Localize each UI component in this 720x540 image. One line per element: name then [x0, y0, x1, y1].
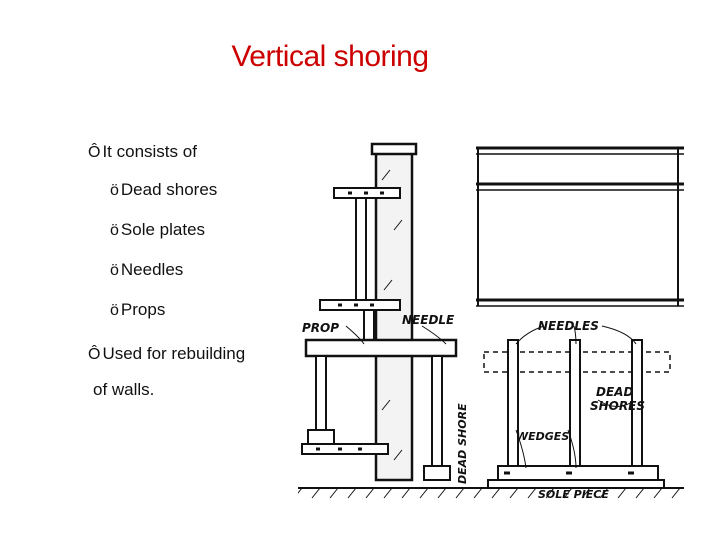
dead-shores-left — [301, 355, 451, 481]
bullet-text: Used for rebuilding — [102, 344, 246, 363]
label-shores: SHORES — [590, 399, 645, 413]
shoring-diagram: PROP NEEDLE NEEDLES DEAD SHORES WEDGES S… — [298, 140, 684, 500]
label-sole-piece: SOLE PIECE — [538, 488, 609, 500]
sub-bullet-icon: ö — [110, 222, 119, 239]
label-wedges: WEDGES — [516, 430, 569, 443]
sub-item-text: Props — [120, 300, 166, 319]
sub-bullet-icon: ö — [110, 262, 119, 279]
props — [355, 197, 375, 341]
sole-piece — [487, 479, 665, 489]
bullet-icon: Ô — [88, 144, 101, 161]
wall — [370, 142, 418, 482]
building-frame — [476, 146, 684, 307]
sub-item-text: Sole plates — [120, 220, 206, 239]
slide-title: Vertical shoring — [231, 40, 429, 73]
label-dead-shore: DEAD SHORE — [456, 403, 469, 484]
bullet-text: It consists of — [102, 142, 197, 161]
leader-lines — [345, 325, 637, 469]
label-prop: PROP — [302, 321, 339, 335]
label-dead: DEAD — [596, 385, 633, 399]
diagram-labels: PROP NEEDLE NEEDLES DEAD SHORES WEDGES S… — [302, 313, 645, 500]
sub-bullet-icon: ö — [110, 302, 119, 319]
label-needle: NEEDLE — [402, 313, 455, 327]
sub-bullet-icon: ö — [110, 182, 119, 199]
main-needle — [304, 338, 458, 358]
bullet-continuation: of walls. — [93, 380, 155, 399]
label-needles: NEEDLES — [538, 319, 599, 333]
bullet-icon: Ô — [88, 346, 101, 363]
ground — [298, 487, 684, 499]
sub-item-text: Needles — [120, 260, 184, 279]
sub-item-text: Dead shores — [120, 180, 218, 199]
